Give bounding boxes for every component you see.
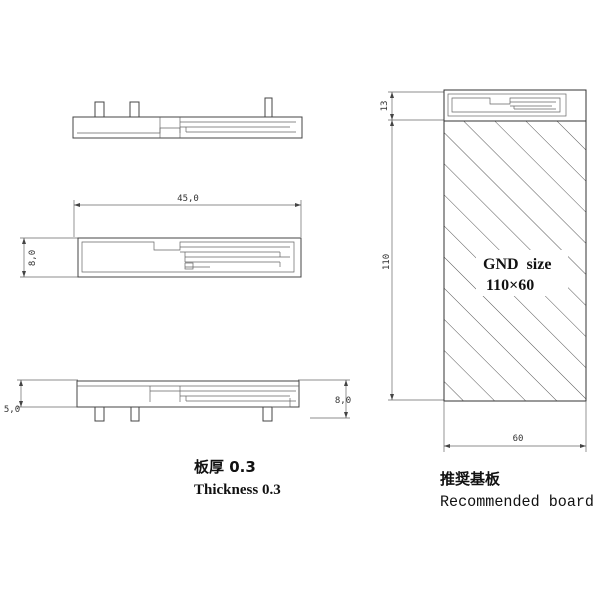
thickness-caption-en: Thickness 0.3 [194,482,281,498]
board-height-dimension: 110 [382,254,392,270]
thickness-caption-cn: 板厚 0.3 [194,458,256,476]
height-dimension: 8,0 [28,250,38,266]
top-view [72,97,303,139]
side-left-dimension: 5,0 [4,405,20,415]
front-view: 45,0 8,0 [20,194,302,278]
recommended-board: 13 110 GND size 110×60 60 [380,89,587,452]
width-dimension: 45,0 [177,194,199,204]
side-view: 5,0 8,0 [4,379,351,422]
board-width-dimension: 60 [513,434,524,444]
board-caption-cn: 推奨基板 [440,470,501,488]
gnd-size-label: GND size [483,256,551,273]
board-top-dimension: 13 [380,101,390,112]
gnd-size-value: 110×60 [486,277,534,294]
board-caption-en: Recommended board [440,493,594,511]
side-right-dimension: 8,0 [335,396,351,406]
